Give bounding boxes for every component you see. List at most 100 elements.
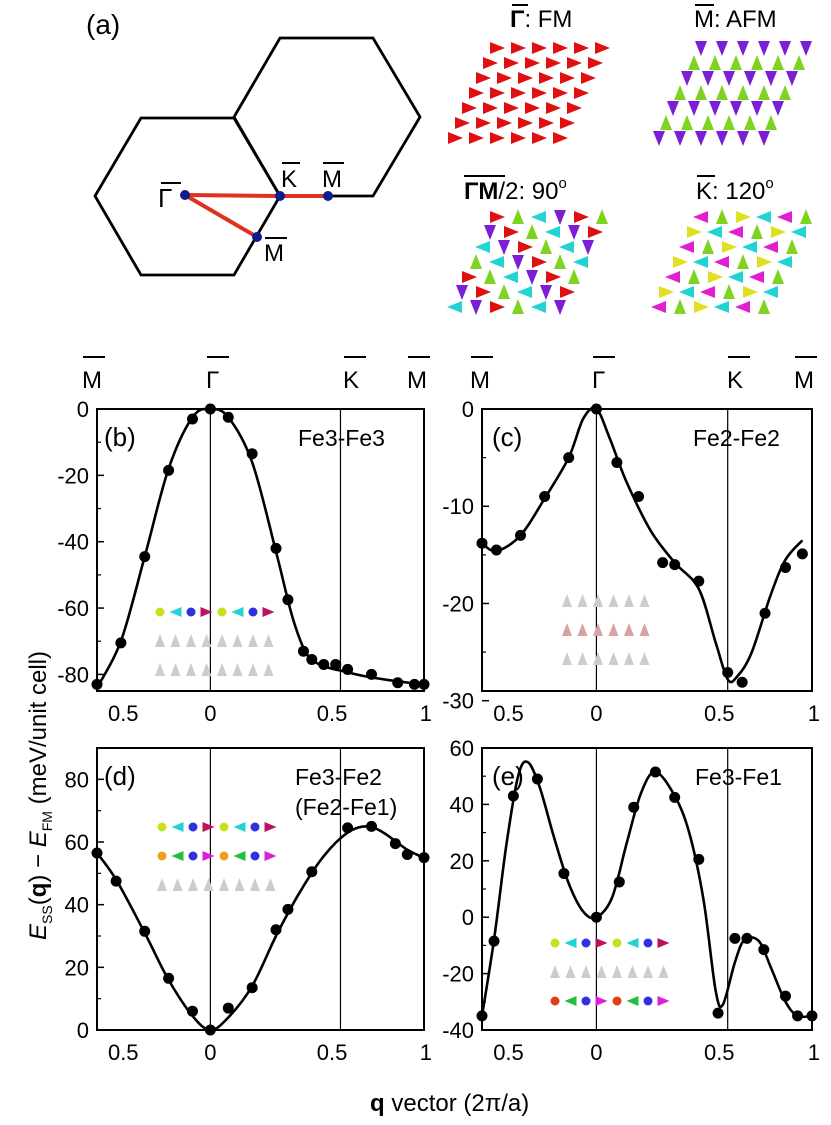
spin-arrow (779, 85, 791, 100)
inset-spin (657, 996, 670, 1006)
data-point (270, 924, 282, 936)
spin-arrow (517, 286, 532, 298)
inset-spin (624, 623, 634, 636)
spin-arrow (553, 42, 568, 54)
spin-arrow (730, 55, 742, 70)
inset-spin (643, 996, 653, 1006)
inset-spin (639, 652, 650, 665)
data-point (558, 867, 570, 879)
spin-arrow (800, 41, 812, 56)
inset-spin (157, 822, 167, 832)
spin-arrow (688, 55, 700, 70)
data-point (490, 544, 502, 556)
inset-spin (250, 851, 260, 861)
inset-spin (265, 878, 276, 891)
y-tick-label: -80 (57, 662, 89, 687)
spin-arrow (574, 87, 589, 99)
panel-subtitle: (Fe2-Fe1) (295, 794, 397, 820)
spin-arrow (772, 55, 784, 70)
data-point (741, 932, 753, 944)
spin-arrow (483, 57, 498, 69)
data-point (780, 990, 792, 1002)
inset-spin (595, 996, 608, 1006)
spin-arrow (742, 241, 757, 253)
x-tick-label: 0.5 (493, 701, 524, 726)
inset-spin (155, 663, 165, 676)
spin-arrow (765, 71, 777, 86)
y-tick-label: 20 (450, 849, 474, 874)
spin-arrow (707, 226, 722, 238)
inset-spin (188, 851, 198, 861)
inset-spin (581, 938, 591, 948)
spin-arrow (518, 241, 533, 253)
data-point (613, 876, 625, 888)
inset-spin (626, 996, 639, 1006)
inset-spin (595, 938, 608, 948)
x-tick-label: 0.5 (704, 1040, 735, 1065)
spin-arrow (777, 211, 792, 223)
inset-spin (217, 607, 227, 617)
y-tick-label: 40 (65, 893, 89, 918)
data-point (306, 653, 318, 665)
spin-arrow (702, 115, 714, 130)
symmetry-point-label: K (727, 367, 743, 394)
inset-spin (155, 634, 165, 647)
data-point (91, 847, 103, 859)
inset-spin (593, 623, 603, 636)
spin-arrow (779, 41, 791, 56)
inset-spin (264, 822, 277, 832)
panel-title: Fe3-Fe3 (298, 425, 385, 451)
spin-arrow (588, 57, 603, 69)
spin-arrow (687, 226, 702, 238)
spin-arrow (688, 269, 700, 284)
y-tick-label: -40 (442, 1018, 474, 1043)
svg-text:K: K (281, 166, 297, 193)
spin-arrow (793, 55, 805, 70)
symmetry-point-label: K (343, 367, 359, 394)
spin-arrow (470, 254, 482, 269)
spin-arrow (700, 286, 715, 298)
spin-arrow (512, 255, 524, 270)
inset-spin (248, 663, 258, 676)
data-point (759, 607, 771, 619)
panel-label: (c) (492, 422, 522, 452)
spin-arrow (695, 41, 707, 56)
inset-spin (562, 652, 572, 665)
data-point (488, 935, 500, 947)
data-point (110, 875, 122, 887)
y-tick-label: 40 (450, 792, 474, 817)
spin-arrow (771, 226, 786, 238)
data-point (365, 820, 377, 832)
data-point (476, 537, 488, 549)
data-point (531, 773, 543, 785)
data-point (401, 849, 413, 861)
inset-spin (186, 607, 196, 617)
spin-arrow (786, 71, 798, 86)
plot-frame (96, 747, 425, 1031)
data-point (186, 413, 198, 425)
spin-arrow (723, 115, 735, 130)
data-point (186, 1005, 198, 1017)
data-point (476, 1010, 488, 1022)
spin-arrow (526, 270, 538, 285)
data-point (649, 766, 661, 778)
spin-arrow (674, 299, 686, 314)
inset-spin-diagram (562, 594, 650, 665)
spin-arrow (504, 226, 519, 238)
spin-arrow (595, 42, 610, 54)
spin-arrow (588, 226, 603, 238)
svg-text:M: M (264, 240, 284, 267)
data-point (418, 852, 430, 864)
spin-arrow (567, 57, 582, 69)
inset-spin (643, 938, 653, 948)
config-title-120: K: 120o (696, 175, 774, 205)
spin-arrow (723, 71, 735, 86)
spin-arrow (532, 87, 547, 99)
inset-spin (157, 851, 167, 861)
spin-arrow (518, 117, 533, 129)
spin-arrow (737, 85, 749, 100)
inset-spin (550, 938, 560, 948)
